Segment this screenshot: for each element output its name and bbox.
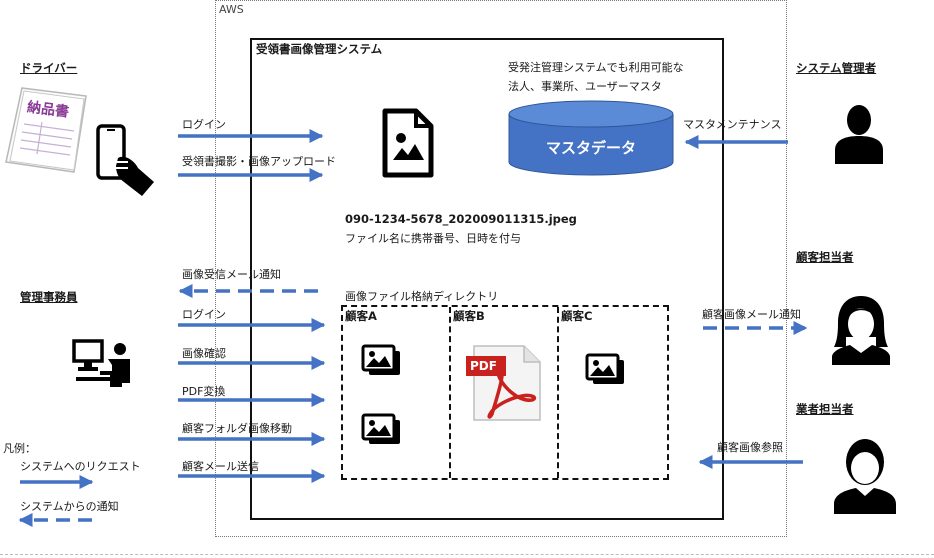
images-icon (361, 344, 400, 375)
images-icon (361, 413, 400, 444)
system-title: 受領書画像管理システム (256, 42, 383, 56)
driver-login-label: ログイン (182, 118, 226, 131)
female-person-icon (832, 296, 890, 365)
actor-customer-rep: 顧客担当者 (796, 250, 854, 264)
legend-request-label: システムへのリクエスト (20, 460, 141, 473)
office-confirm-label: 画像確認 (182, 347, 226, 360)
customer-b-label: 顧客B (453, 309, 485, 323)
page-bottom-rule (0, 554, 934, 555)
actor-vendor-rep: 業者担当者 (796, 402, 854, 416)
customer-a-label: 顧客A (345, 309, 377, 323)
office-worker-icon (72, 339, 130, 387)
actor-sys-admin: システム管理者 (796, 61, 877, 75)
directory-divider-1 (449, 307, 451, 478)
actor-admin-office: 管理事務員 (20, 290, 78, 304)
customer-notify-label: 顧客画像メール通知 (702, 308, 801, 321)
office-send-mail-label: 顧客メール送信 (182, 460, 259, 473)
aws-region (215, 0, 787, 537)
directory-divider-2 (557, 307, 559, 478)
office-login-label: ログイン (182, 308, 226, 321)
master-db-label: マスタデータ (545, 139, 636, 157)
vendor-ref-label: 顧客画像参照 (717, 441, 783, 454)
database-icon (508, 100, 674, 176)
directory-label: 画像ファイル格納ディレクトリ (345, 290, 499, 303)
file-name-caption: ファイル名に携帯番号、日時を付与 (345, 232, 521, 245)
directory-box (341, 305, 669, 480)
office-move-label: 顧客フォルダ画像移動 (182, 422, 292, 435)
driver-upload-label: 受領書撮影・画像アップロード (182, 155, 336, 168)
master-note-line1: 受発注管理システムでも利用可能な (508, 61, 684, 74)
aws-label: AWS (219, 3, 244, 16)
actor-driver: ドライバー (20, 61, 78, 75)
office-pdf-label: PDF変換 (182, 385, 226, 398)
maintenance-label: マスタメンテナンス (683, 118, 782, 131)
file-name-example: 090-1234-5678_202009011315.jpeg (345, 212, 577, 226)
invoice-paper-icon (5, 87, 87, 173)
master-note-line2: 法人、事業所、ユーザーマスタ (508, 80, 662, 93)
legend-title: 凡例： (3, 442, 36, 455)
legend-notify-label: システムからの通知 (20, 500, 119, 513)
person-icon (835, 105, 883, 164)
pdf-icon-text: PDF (470, 359, 497, 373)
office-notify-label: 画像受信メール通知 (182, 268, 281, 281)
image-file-icon (382, 108, 434, 178)
system-box (250, 38, 724, 520)
male-person-icon (834, 439, 896, 514)
images-icon (585, 353, 624, 384)
pdf-icon (466, 345, 541, 421)
smartphone-icon (96, 124, 154, 196)
customer-c-label: 顧客C (561, 309, 593, 323)
